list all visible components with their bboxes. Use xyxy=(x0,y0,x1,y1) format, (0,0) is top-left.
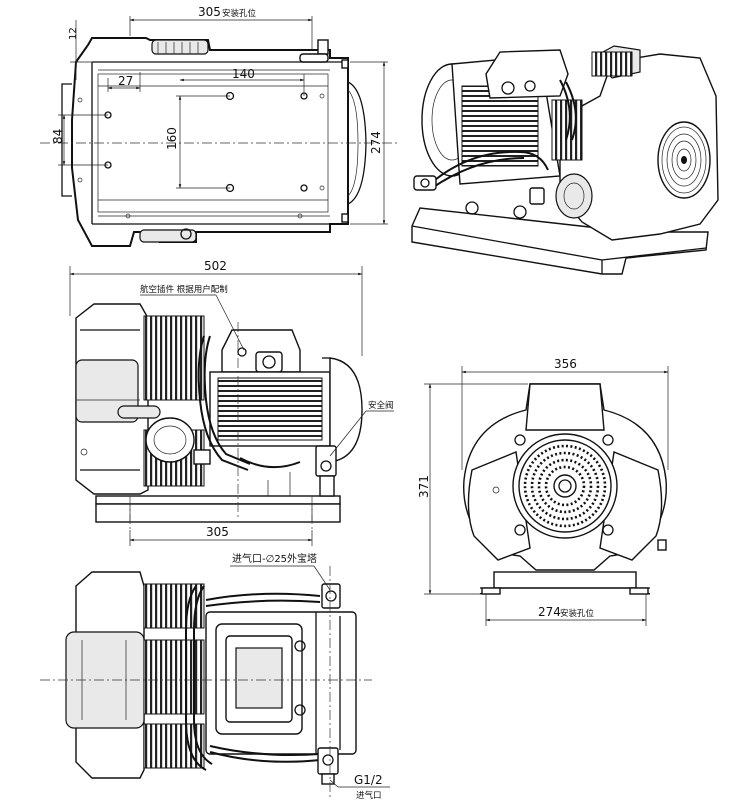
top-dim-27: 27 xyxy=(118,74,133,88)
side-dim-305: 305 xyxy=(206,525,229,539)
top-dim-305: 305 xyxy=(198,5,221,19)
side-dim-502: 502 xyxy=(204,259,227,273)
top-dim-84: 84 xyxy=(51,129,65,144)
top-dim-12: 12 xyxy=(68,27,79,40)
top-dim-160: 160 xyxy=(165,127,179,150)
end-dim-274: 274 xyxy=(538,605,561,619)
connector-label: 航空插件 根据用户配制 xyxy=(140,284,228,295)
side-view xyxy=(75,303,363,530)
end-dim-274-note: 安装孔位 xyxy=(560,608,595,619)
side-view-dimensions: 502 305 航空插件 根据用户配制 安全阀 xyxy=(69,259,394,546)
thread-label: G1/2 xyxy=(354,773,383,787)
end-view xyxy=(463,383,667,595)
top-dim-274: 274 xyxy=(369,131,383,154)
end-view-dimensions: 356 371 274 安装孔位 xyxy=(417,357,669,626)
top-dim-305-note: 安装孔位 xyxy=(222,8,257,19)
fan-grill xyxy=(523,444,607,528)
isometric-view xyxy=(411,45,719,275)
top-view xyxy=(40,37,400,247)
thread-note: 进气口 xyxy=(356,790,382,801)
inlet-label: 进气口-∅25外宝塔 xyxy=(232,552,317,565)
end-dim-356: 356 xyxy=(554,357,577,371)
top-dim-140: 140 xyxy=(232,67,255,81)
bottom-view xyxy=(40,566,372,800)
end-dim-371: 371 xyxy=(417,475,431,498)
bottom-view-labels: 进气口-∅25外宝塔 G1/2 进气口 xyxy=(230,552,390,801)
top-view-dimensions: 305 安装孔位 12 27 140 160 84 274 xyxy=(51,5,388,225)
valve-label: 安全阀 xyxy=(368,400,394,411)
